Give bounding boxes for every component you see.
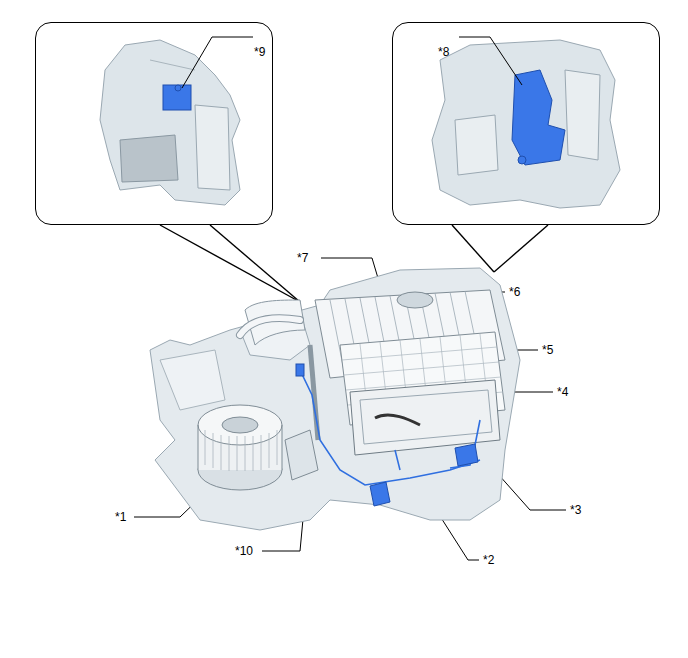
callout-number: *5 (541, 343, 554, 357)
callout-number: *7 (296, 251, 309, 265)
inset-left-housing (100, 40, 240, 205)
callout-number: *10 (234, 544, 254, 558)
inset-right-housing (432, 40, 620, 208)
actuator (296, 364, 478, 506)
callout-number: *2 (482, 553, 495, 567)
evaporator (350, 380, 500, 455)
callout-number: *9 (253, 45, 266, 59)
callout-number: *8 (437, 45, 450, 59)
refrigerant-pipe (240, 318, 318, 440)
callout-number: *3 (569, 503, 582, 517)
main-housing (150, 268, 520, 530)
inset-frame: *9 (35, 22, 273, 225)
blower-motor (198, 405, 318, 490)
callout-number: *1 (114, 510, 127, 524)
callout-number: *4 (556, 385, 569, 399)
wire-harness (300, 370, 480, 485)
leader-line (134, 37, 566, 560)
inset-frame: *8 (392, 22, 660, 225)
callout-number: *6 (508, 285, 521, 299)
